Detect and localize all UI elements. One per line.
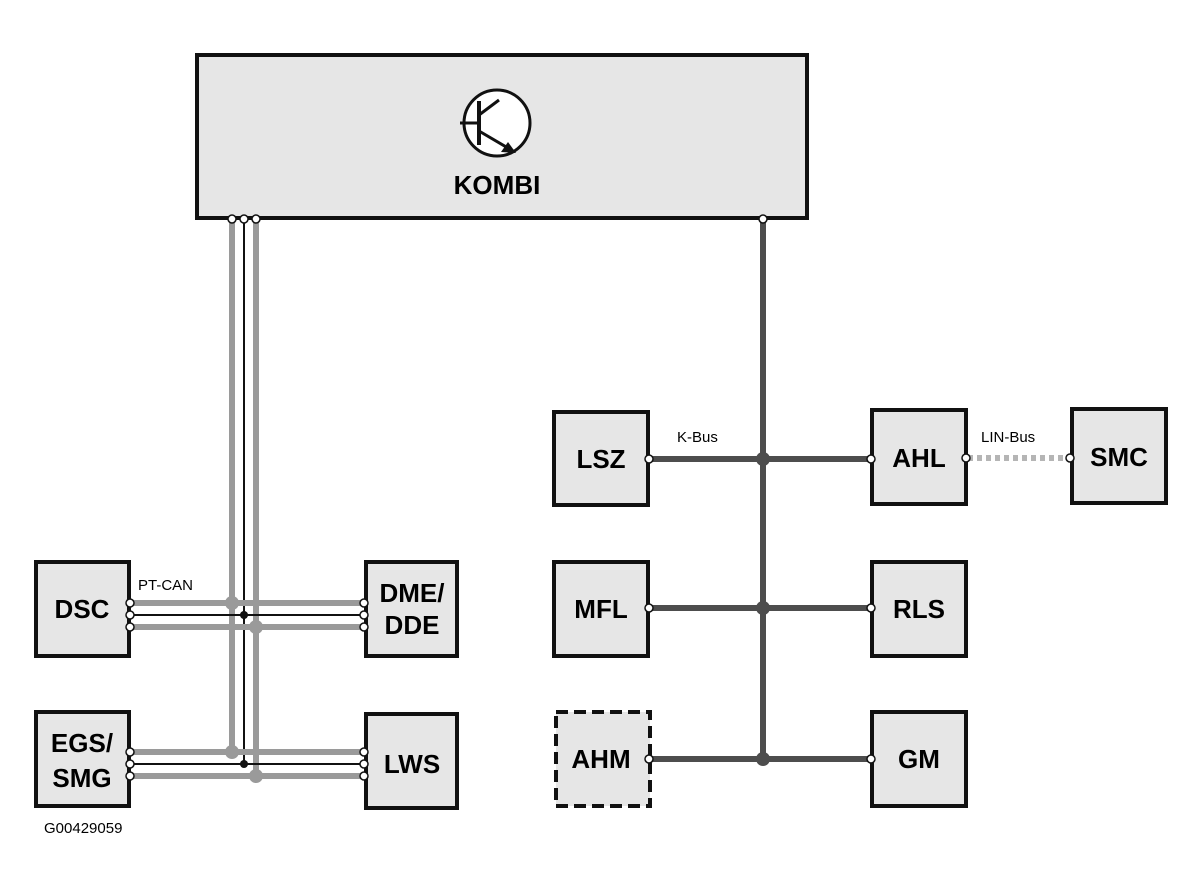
gm-module: GM bbox=[866, 710, 968, 808]
egs-smg-module: EGS/ SMG bbox=[34, 710, 135, 808]
smc-label: SMC bbox=[1090, 442, 1148, 472]
rls-module: RLS bbox=[866, 560, 968, 658]
ahm-module: AHM bbox=[554, 710, 654, 808]
egs-label-line1: EGS/ bbox=[51, 728, 113, 758]
k-bus: K-Bus bbox=[651, 214, 869, 766]
dme-label-line2: DDE bbox=[385, 610, 440, 640]
lws-module: LWS bbox=[359, 712, 459, 810]
transistor-icon bbox=[460, 88, 532, 158]
lin-bus-label: LIN-Bus bbox=[981, 429, 1035, 446]
ahl-module: AHL bbox=[866, 408, 971, 506]
kombi-label: KOMBI bbox=[454, 170, 541, 200]
egs-label-line2: SMG bbox=[52, 763, 111, 793]
smc-module: SMC bbox=[1065, 407, 1168, 505]
gm-label: GM bbox=[898, 744, 940, 774]
dsc-label: DSC bbox=[55, 594, 110, 624]
pt-can-label: PT-CAN bbox=[138, 577, 193, 594]
lin-bus: LIN-Bus bbox=[968, 429, 1068, 461]
lsz-module: LSZ bbox=[552, 410, 654, 507]
lsz-label: LSZ bbox=[576, 444, 625, 474]
ahm-label: AHM bbox=[571, 744, 630, 774]
rls-label: RLS bbox=[893, 594, 945, 624]
dme-dde-module: DME/ DDE bbox=[359, 560, 459, 658]
dme-label-line1: DME/ bbox=[380, 578, 445, 608]
pt-can-bus: PT-CAN bbox=[133, 214, 362, 783]
dsc-module: DSC bbox=[34, 560, 135, 658]
mfl-module: MFL bbox=[552, 560, 654, 658]
figure-id: G00429059 bbox=[44, 820, 123, 837]
mfl-label: MFL bbox=[574, 594, 628, 624]
ahl-label: AHL bbox=[892, 443, 946, 473]
k-bus-label: K-Bus bbox=[677, 429, 718, 446]
lws-label: LWS bbox=[384, 749, 440, 779]
kombi-module: KOMBI bbox=[195, 53, 809, 220]
